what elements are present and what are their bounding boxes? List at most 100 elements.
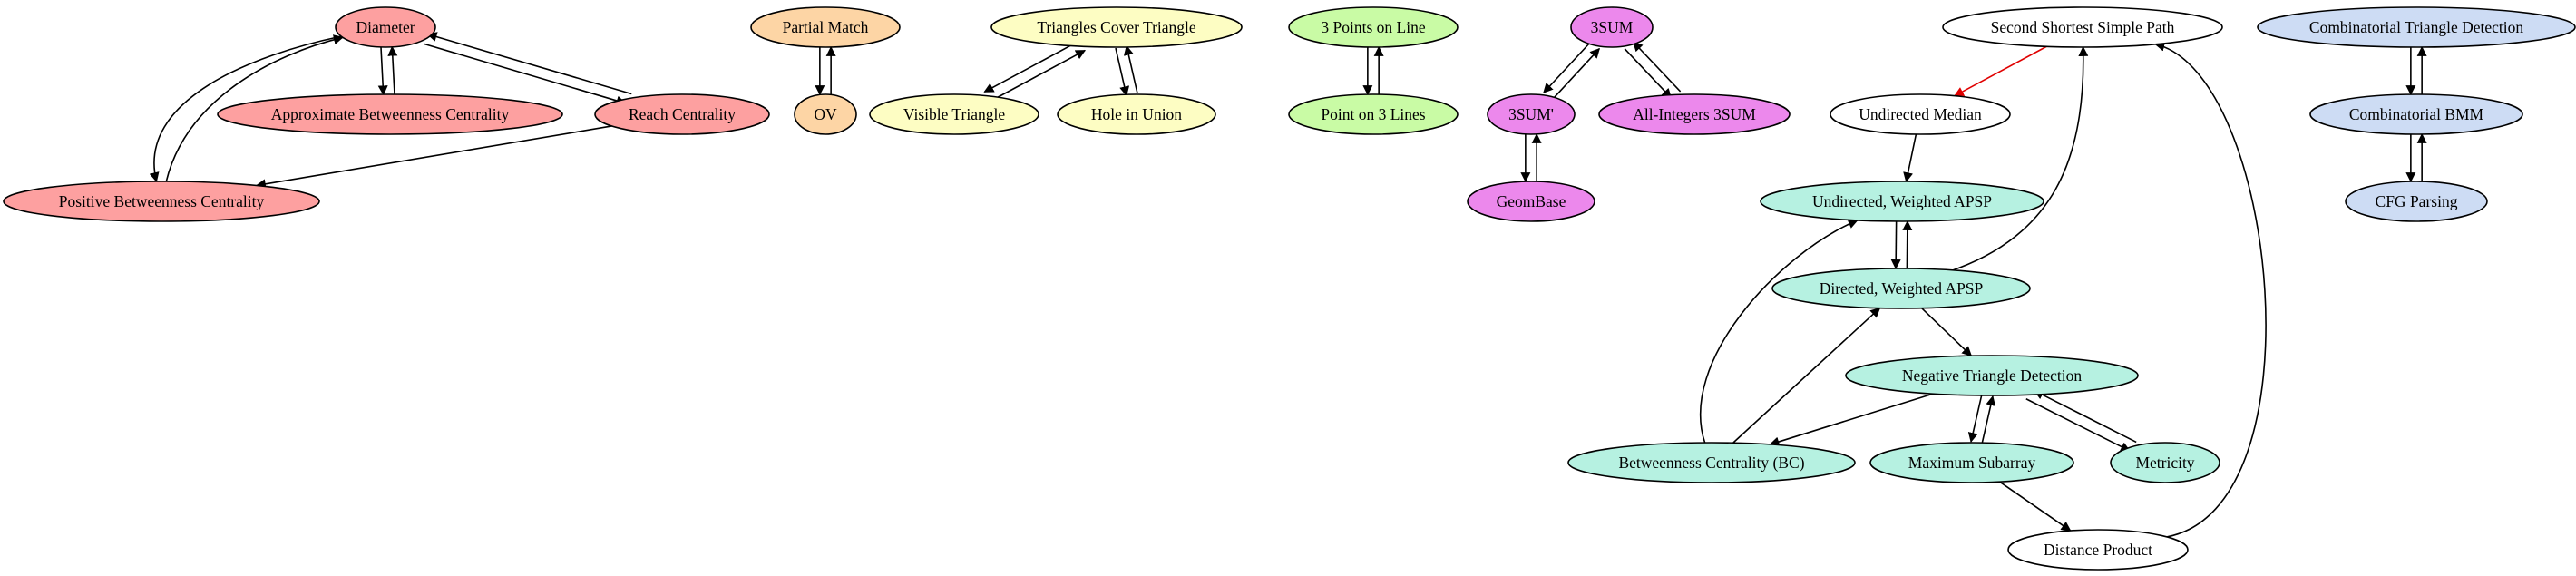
node-label: Betweenness Centrality (BC) [1618, 454, 1804, 472]
node-label: Undirected Median [1859, 105, 1982, 123]
edge-tri_cover-to-visible_tri [983, 41, 1078, 93]
node-metricity: Metricity [2110, 442, 2220, 483]
edge-layer [149, 32, 2427, 538]
node-label: Positive Betweenness Centrality [59, 192, 265, 210]
edge-undir_median-to-undir_apsp [1903, 133, 1917, 183]
edge-neg_tri-to-metricity [2025, 398, 2132, 452]
node-visible-tri: Visible Triangle [869, 93, 1039, 135]
node-shape [1760, 181, 2044, 222]
node-label: GeomBase [1497, 192, 1566, 210]
node-label: OV [814, 105, 837, 123]
edge-reach-to-diameter [426, 32, 632, 95]
node-three-points: 3 Points on Line [1288, 6, 1459, 48]
edge-reach-to-pos_bc [255, 125, 612, 190]
edge-neg_tri-to-max_sub [1967, 394, 1983, 443]
node-shape [869, 93, 1039, 135]
node-shape [1845, 355, 2139, 396]
node-shape [3, 181, 320, 222]
node-label: 3SUM' [1508, 105, 1554, 123]
node-approx-bc: Approximate Betweenness Centrality [217, 93, 563, 135]
edge-approx_bc-to-diameter [387, 45, 398, 94]
edge-hole_union-to-tri_cover [1123, 44, 1138, 94]
node-label: Negative Triangle Detection [1902, 366, 2083, 385]
node-label: Combinatorial Triangle Detection [2309, 18, 2523, 36]
edge-bc-to-dir_apsp [1732, 307, 1881, 444]
edge-tri_cover-to-hole_union [1115, 47, 1130, 97]
node-hole-union: Hole in Union [1057, 93, 1216, 135]
node-shape [2257, 6, 2576, 48]
node-shape [1288, 93, 1459, 135]
node-label: 3SUM [1591, 18, 1634, 36]
node-max-sub: Maximum Subarray [1869, 442, 2074, 483]
node-shape [990, 6, 1243, 48]
node-threesum-p: 3SUM' [1487, 93, 1576, 135]
node-shape [217, 93, 563, 135]
node-label: Approximate Betweenness Centrality [271, 105, 510, 123]
node-bc: Betweenness Centrality (BC) [1567, 442, 1856, 483]
edge-neg_tri-to-bc [1769, 393, 1934, 447]
edge-diameter-to-reach [423, 43, 627, 106]
node-label: Visible Triangle [903, 105, 1005, 123]
edge-max_sub-to-neg_tri [1981, 395, 1996, 444]
edge-second_sp-to-undir_median [1953, 45, 2047, 97]
node-ov: OV [794, 93, 857, 135]
node-label: All-Integers 3SUM [1633, 105, 1756, 123]
node-point-three: Point on 3 Lines [1288, 93, 1459, 135]
edge-diameter-to-pos_bc [149, 35, 342, 183]
node-label: Second Shortest Simple Path [1991, 18, 2175, 36]
node-shape [750, 6, 901, 48]
edge-threesum-to-threesum_p [1543, 41, 1592, 93]
node-shape [1057, 93, 1216, 135]
node-label: Directed, Weighted APSP [1820, 279, 1984, 298]
node-label: Undirected, Weighted APSP [1812, 192, 1992, 210]
node-shape [594, 93, 770, 135]
node-comb-tri: Combinatorial Triangle Detection [2257, 6, 2576, 48]
node-shape [1830, 93, 2011, 135]
node-label: Triangles Cover Triangle [1037, 18, 1196, 36]
node-label: Reach Centrality [629, 105, 736, 123]
node-comb-bmm: Combinatorial BMM [2309, 93, 2523, 135]
node-label: Distance Product [2044, 541, 2152, 559]
node-label: Combinatorial BMM [2349, 105, 2484, 123]
node-geombase: GeomBase [1467, 181, 1595, 222]
node-shape [1869, 442, 2074, 483]
node-tri-cover: Triangles Cover Triangle [990, 6, 1243, 48]
edge-pos_bc-to-diameter [165, 34, 344, 182]
edge-undir_apsp-to-dir_apsp [1890, 220, 1901, 270]
node-label: Metricity [2135, 454, 2194, 472]
node-undir-median: Undirected Median [1830, 93, 2011, 135]
node-dist-prod: Distance Product [2007, 529, 2189, 571]
node-shape [1570, 6, 1654, 48]
edge-threesum-to-all_int [1624, 48, 1673, 99]
edge-dist_prod-to-second_sp [2154, 41, 2267, 538]
node-threesum: 3SUM [1570, 6, 1654, 48]
node-label: Point on 3 Lines [1321, 105, 1425, 123]
node-shape [2007, 529, 2189, 571]
node-shape [1487, 93, 1576, 135]
node-dir-apsp: Directed, Weighted APSP [1771, 268, 2031, 309]
node-shape [1288, 6, 1459, 48]
node-cfg: CFG Parsing [2345, 181, 2488, 222]
node-label: CFG Parsing [2376, 192, 2458, 210]
edge-dir_apsp-to-second_sp [1952, 45, 2089, 271]
node-label: Hole in Union [1091, 105, 1182, 123]
edge-visible_tri-to-tri_cover [991, 49, 1087, 102]
edge-diameter-to-approx_bc [377, 47, 388, 96]
node-shape [1467, 181, 1595, 222]
node-label: Maximum Subarray [1908, 454, 2036, 472]
node-shape [1567, 442, 1856, 483]
node-shape [1942, 6, 2223, 48]
node-label: 3 Points on Line [1321, 18, 1425, 36]
node-shape [1771, 268, 2031, 309]
node-pos-bc: Positive Betweenness Centrality [3, 181, 320, 222]
edge-threesum_p-to-threesum [1552, 47, 1600, 100]
node-all-int: All-Integers 3SUM [1598, 93, 1791, 135]
node-diameter: Diameter [335, 6, 436, 48]
node-label: Partial Match [783, 18, 869, 36]
node-shape [2345, 181, 2488, 222]
node-undir-apsp: Undirected, Weighted APSP [1760, 181, 2044, 222]
node-partial-match: Partial Match [750, 6, 901, 48]
node-shape [2309, 93, 2523, 135]
